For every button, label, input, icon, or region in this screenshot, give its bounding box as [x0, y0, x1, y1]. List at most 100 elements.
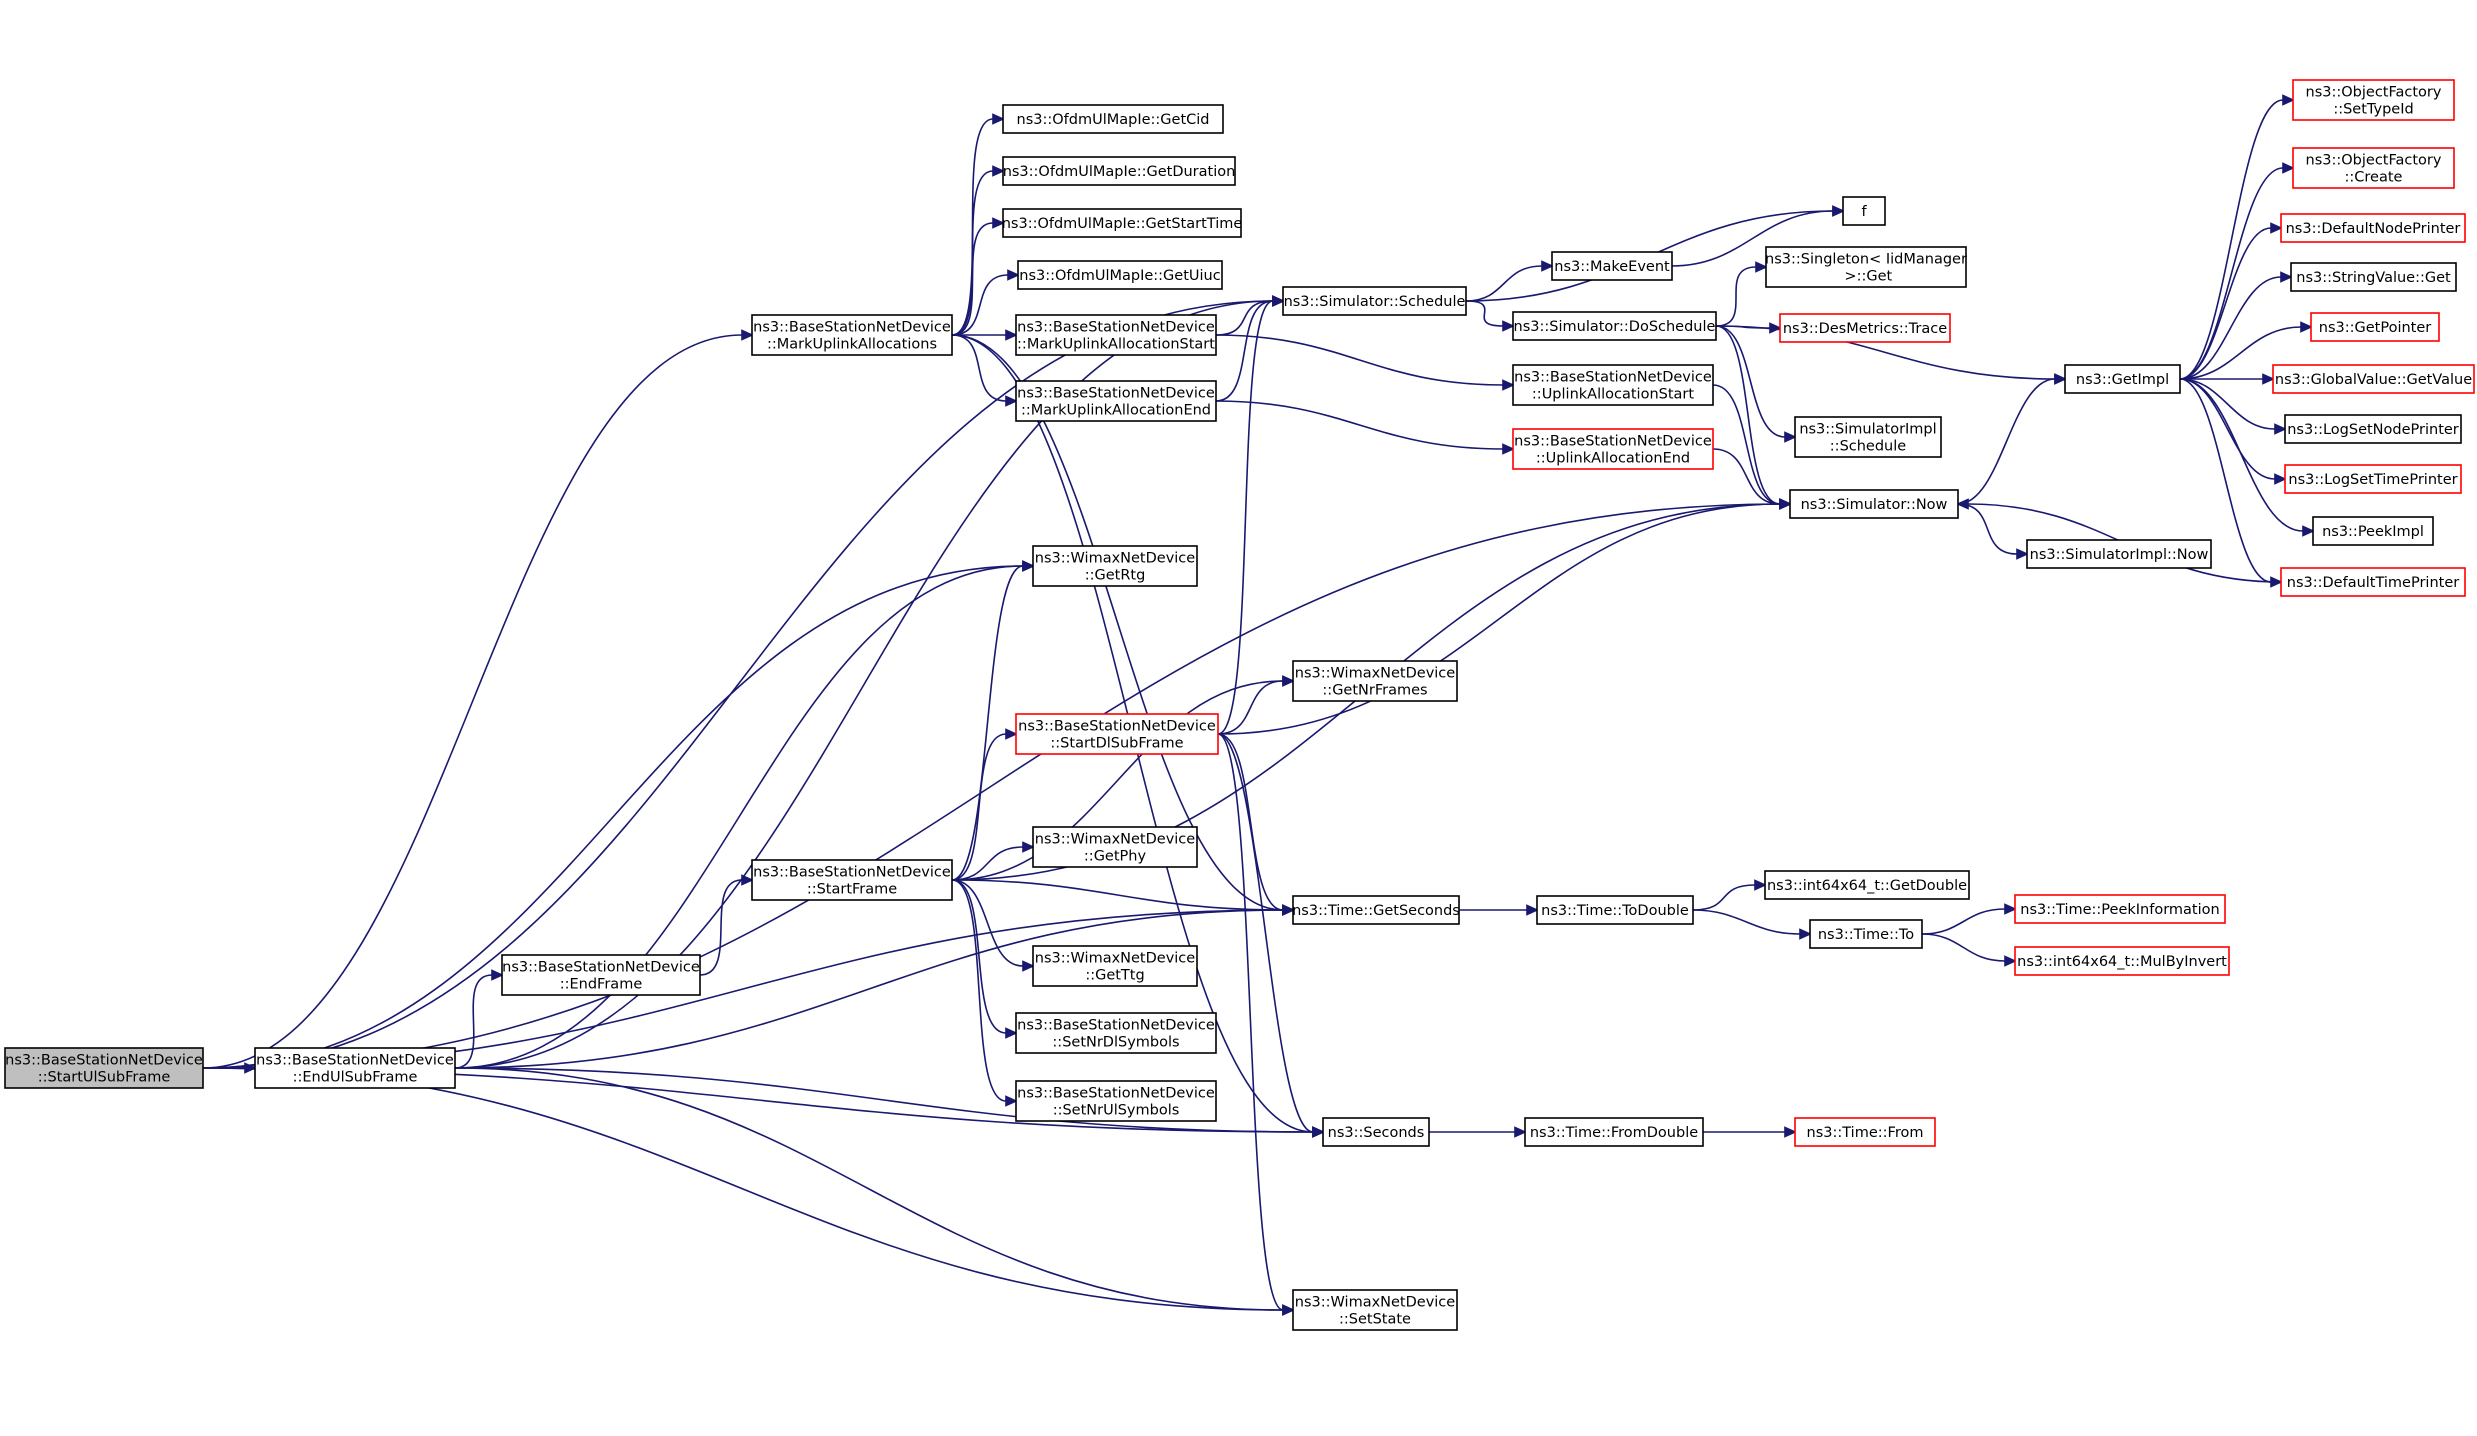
edge-arrowhead: [992, 113, 1005, 125]
node-to-double[interactable]: ns3::Time::ToDouble: [1536, 895, 1694, 925]
node-f[interactable]: f: [1842, 196, 1886, 226]
node-des-metrics-trace[interactable]: ns3::DesMetrics::Trace: [1779, 313, 1951, 343]
node-box: [1292, 1289, 1458, 1331]
node-label-line: ns3::WimaxNetDevice: [1035, 951, 1195, 967]
node-peek-impl[interactable]: ns3::PeekImpl: [2312, 516, 2434, 546]
node-get-ttg[interactable]: ns3::WimaxNetDevice::GetTtg: [1032, 945, 1198, 987]
node-label-line: ns3::Simulator::Now: [1801, 497, 1948, 513]
edge-line: [454, 1067, 1314, 1133]
node-set-type-id[interactable]: ns3::ObjectFactory::SetTypeId: [2292, 79, 2455, 121]
edge-arrowhead: [1502, 320, 1515, 332]
node-get-nr-frames[interactable]: ns3::WimaxNetDevice::GetNrFrames: [1292, 660, 1458, 702]
edge-arrowhead: [2302, 525, 2315, 537]
node-box: [2280, 213, 2466, 243]
node-label-line: ns3::Time::FromDouble: [1530, 1125, 1698, 1141]
node-mul-by-invert[interactable]: ns3::int64x64_t::MulByInvert: [2014, 946, 2230, 976]
node-start-dl-sub-frame[interactable]: ns3::BaseStationNetDevice::StartDlSubFra…: [1015, 713, 1219, 755]
node-default-node-printer[interactable]: ns3::DefaultNodePrinter: [2280, 213, 2466, 243]
node-get-start-time[interactable]: ns3::OfdmUlMapIe::GetStartTime: [1002, 208, 1243, 238]
edge-line: [2179, 378, 2272, 583]
node-box: [1794, 416, 1942, 458]
node-make-event[interactable]: ns3::MakeEvent: [1551, 251, 1673, 281]
edge-arrowhead: [491, 969, 504, 981]
node-create[interactable]: ns3::ObjectFactory::Create: [2292, 147, 2455, 189]
node-label-line: ns3::StringValue::Get: [2296, 270, 2451, 286]
node-default-time-printer[interactable]: ns3::DefaultTimePrinter: [2280, 567, 2466, 597]
node-get-cid[interactable]: ns3::OfdmUlMapIe::GetCid: [1002, 104, 1224, 134]
node-get-duration[interactable]: ns3::OfdmUlMapIe::GetDuration: [1002, 156, 1236, 186]
node-label-line: ns3::OfdmUlMapIe::GetCid: [1017, 112, 1210, 128]
node-box: [2290, 262, 2457, 292]
node-box: [2284, 464, 2462, 494]
node-mark-uplink-allocation-start[interactable]: ns3::BaseStationNetDevice::MarkUplinkAll…: [1015, 314, 1217, 356]
node-get-seconds[interactable]: ns3::Time::GetSeconds: [1292, 895, 1460, 925]
edge-line: [1921, 933, 2006, 962]
edge-line: [1715, 325, 1786, 438]
node-log-set-time-printer[interactable]: ns3::LogSetTimePrinter: [2284, 464, 2462, 494]
node-get-rtg[interactable]: ns3::WimaxNetDevice::GetRtg: [1032, 545, 1198, 587]
node-log-set-node-printer[interactable]: ns3::LogSetNodePrinter: [2284, 414, 2462, 444]
node-start-frame[interactable]: ns3::BaseStationNetDevice::StartFrame: [751, 859, 953, 901]
node-string-value-get[interactable]: ns3::StringValue::Get: [2290, 262, 2457, 292]
node-time-to[interactable]: ns3::Time::To: [1809, 919, 1923, 949]
edge-line: [951, 846, 1024, 881]
node-get-phy[interactable]: ns3::WimaxNetDevice::GetPhy: [1032, 826, 1198, 868]
node-peek-information[interactable]: ns3::Time::PeekInformation: [2014, 894, 2226, 924]
edge-arrowhead: [741, 874, 754, 886]
node-simulator-impl-now[interactable]: ns3::SimulatorImpl::Now: [2026, 539, 2212, 569]
node-schedule[interactable]: ns3::Simulator::Schedule: [1282, 286, 1467, 316]
node-set-nr-dl-symbols[interactable]: ns3::BaseStationNetDevice::SetNrDlSymbol…: [1015, 1012, 1217, 1054]
node-mark-uplink-allocations[interactable]: ns3::BaseStationNetDevice::MarkUplinkAll…: [751, 314, 953, 356]
node-label-line: ::GetNrFrames: [1322, 683, 1427, 699]
node-singleton-get[interactable]: ns3::Singleton< IidManager >::Get: [1765, 246, 1967, 288]
node-get-double[interactable]: ns3::int64x64_t::GetDouble: [1764, 870, 1970, 900]
edge-line: [2179, 167, 2284, 380]
node-global-value-get-value[interactable]: ns3::GlobalValue::GetValue: [2272, 364, 2475, 394]
edge-line: [1217, 300, 1274, 735]
node-get-impl[interactable]: ns3::GetImpl: [2064, 364, 2181, 394]
node-seconds[interactable]: ns3::Seconds: [1322, 1117, 1430, 1147]
edge-arrowhead: [1784, 1126, 1797, 1138]
node-from-double[interactable]: ns3::Time::FromDouble: [1524, 1117, 1704, 1147]
edge-get-impl-to-string-value-get: [2179, 271, 2293, 380]
node-label-line: ::GetTtg: [1085, 968, 1144, 984]
edge-mark-uplink-allocation-end-to-schedule: [1215, 295, 1285, 402]
node-box: [1842, 196, 1886, 226]
edge-arrowhead: [2274, 473, 2287, 485]
edge-line: [2179, 227, 2272, 380]
node-time-from[interactable]: ns3::Time::From: [1794, 1117, 1936, 1147]
node-label-line: ns3::BaseStationNetDevice: [753, 865, 951, 881]
node-get-pointer[interactable]: ns3::GetPointer: [2310, 312, 2440, 342]
edge-get-seconds-to-to-double: [1458, 904, 1539, 916]
node-label-line: ns3::WimaxNetDevice: [1295, 1295, 1455, 1311]
node-set-state[interactable]: ns3::WimaxNetDevice::SetState: [1292, 1289, 1458, 1331]
node-do-schedule[interactable]: ns3::Simulator::DoSchedule: [1512, 311, 1717, 341]
node-box: [254, 1047, 456, 1089]
node-simulator-impl-schedule[interactable]: ns3::SimulatorImpl::Schedule: [1794, 416, 1942, 458]
edge-start-frame-to-get-rtg: [951, 560, 1035, 881]
node-label-line: ::StartFrame: [807, 882, 897, 898]
node-label-line: ::MarkUplinkAllocationEnd: [1021, 403, 1211, 419]
node-label-line: ::UplinkAllocationStart: [1532, 387, 1694, 403]
node-end-ul-sub-frame[interactable]: ns3::BaseStationNetDevice::EndUlSubFrame: [254, 1047, 456, 1089]
edge-start-frame-to-start-dl-sub-frame: [951, 728, 1018, 881]
node-box: [1779, 313, 1951, 343]
node-label-line: ns3::int64x64_t::GetDouble: [1767, 878, 1967, 894]
edge-mark-uplink-allocation-start-to-uplink-allocation-start: [1215, 334, 1515, 391]
node-label-line: ns3::Time::From: [1807, 1125, 1924, 1141]
edge-line: [454, 565, 1024, 1069]
node-mark-uplink-allocation-end[interactable]: ns3::BaseStationNetDevice::MarkUplinkAll…: [1015, 380, 1217, 422]
node-label-line: ns3::SimulatorImpl: [1799, 422, 1936, 438]
node-box: [1032, 826, 1198, 868]
edge-start-frame-to-get-seconds: [951, 879, 1295, 916]
node-end-frame[interactable]: ns3::BaseStationNetDevice::EndFrame: [501, 954, 701, 996]
edge-arrowhead: [2004, 955, 2017, 967]
node-uplink-allocation-end[interactable]: ns3::BaseStationNetDevice::UplinkAllocat…: [1512, 428, 1714, 470]
node-uplink-allocation-start[interactable]: ns3::BaseStationNetDevice::UplinkAllocat…: [1512, 364, 1714, 406]
node-get-uiuc[interactable]: ns3::OfdmUlMapIe::GetUiuc: [1017, 260, 1223, 290]
node-set-nr-ul-symbols[interactable]: ns3::BaseStationNetDevice::SetNrUlSymbol…: [1015, 1080, 1217, 1122]
node-label-line: ns3::DesMetrics::Trace: [1783, 321, 1947, 337]
node-now[interactable]: ns3::Simulator::Now: [1789, 489, 1959, 519]
edge-do-schedule-to-now: [1715, 325, 1792, 510]
